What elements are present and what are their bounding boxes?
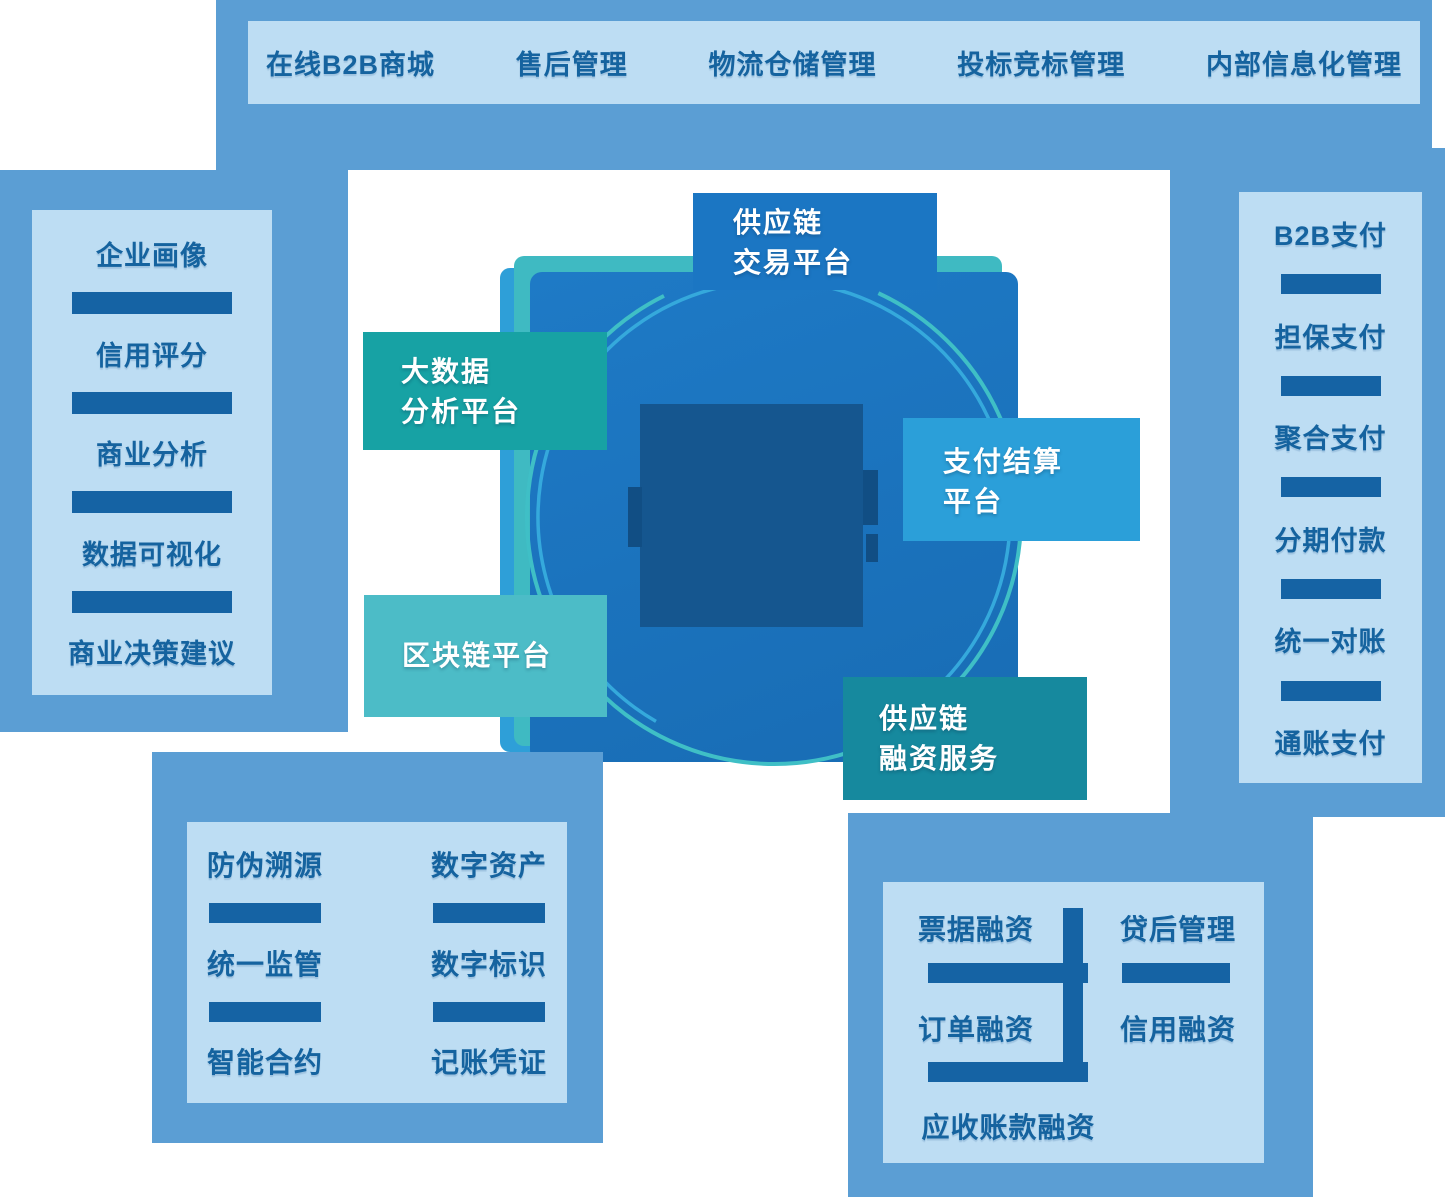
- right-item-unified-reconciliation: 统一对账: [1274, 627, 1387, 658]
- top-item-after-sales: 售后管理: [515, 50, 628, 80]
- right-item-aggregate-pay: 聚合支付: [1274, 424, 1387, 455]
- divider-bar: [209, 903, 321, 924]
- platform-label-line: 供应链: [879, 703, 970, 734]
- br-item-post-loan-management: 贷后管理: [1119, 914, 1236, 945]
- top-item-online-b2b-mall: 在线B2B商城: [266, 50, 436, 80]
- hidden-text-fragment: [866, 534, 878, 562]
- top-item-bidding-management: 投标竞标管理: [957, 50, 1126, 80]
- left-item-enterprise-profile: 企业画像: [96, 241, 208, 271]
- top-item-internal-informatization: 内部信息化管理: [1205, 50, 1402, 80]
- platform-supply-chain-financing: 供应链 融资服务: [843, 677, 1087, 800]
- divider-bar: [1122, 963, 1230, 983]
- right-item-installment-pay: 分期付款: [1274, 525, 1387, 556]
- divider-bar: [72, 292, 232, 315]
- platform-label-line: 分析平台: [401, 396, 522, 427]
- left-item-business-analysis: 商业分析: [96, 440, 208, 470]
- platform-label-line: 平台: [943, 486, 1004, 517]
- br-item-receivables-financing: 应收账款融资: [921, 1112, 1096, 1143]
- divider-bar: [1280, 375, 1381, 396]
- br-item-order-financing: 订单融资: [917, 1014, 1034, 1045]
- platform-big-data-analytics: 大数据 分析平台: [363, 332, 607, 450]
- divider-bar: [1280, 477, 1381, 498]
- blockchain-column-2: 数字资产 数字标识 记账凭证: [431, 822, 547, 1103]
- bottom-left-blockchain-panel: 防伪溯源 统一监管 智能合约 数字资产 数字标识 记账凭证: [152, 752, 603, 1143]
- platform-payment-settlement: 支付结算 平台: [903, 418, 1140, 541]
- connector-bar: [928, 963, 1088, 983]
- right-item-b2b-pay: B2B支付: [1273, 221, 1387, 251]
- right-item-tongzhang-pay: 通账支付: [1274, 728, 1387, 759]
- platform-label-line: 支付结算: [943, 446, 1064, 477]
- platform-label-line: 区块链平台: [402, 640, 553, 671]
- connector-bar: [928, 1062, 1088, 1082]
- bottom-right-box: 票据融资 贷后管理 订单融资 信用融资 应收账款融资: [883, 882, 1264, 1163]
- bl-item-anti-counterfeit-trace: 防伪溯源: [207, 850, 324, 881]
- hidden-text-fragment: [628, 487, 642, 547]
- left-data-box: 企业画像 信用评分 商业分析 数据可视化 商业决策建议: [32, 210, 272, 695]
- right-payment-box: B2B支付 担保支付 聚合支付 分期付款 统一对账 通账支付: [1239, 192, 1422, 783]
- left-item-business-decision-advice: 商业决策建议: [68, 639, 236, 669]
- right-payment-panel: B2B支付 担保支付 聚合支付 分期付款 统一对账 通账支付: [1170, 148, 1445, 817]
- top-products-panel: 在线B2B商城 售后管理 物流仓储管理 投标竞标管理 内部信息化管理: [216, 0, 1432, 170]
- br-item-credit-financing: 信用融资: [1119, 1014, 1236, 1045]
- bottom-right-financing-panel: 票据融资 贷后管理 订单融资 信用融资 应收账款融资: [848, 813, 1313, 1197]
- platform-label-line: 融资服务: [879, 743, 1000, 774]
- bl-item-unified-supervision: 统一监管: [207, 948, 324, 980]
- blockchain-column-1: 防伪溯源 统一监管 智能合约: [207, 822, 323, 1103]
- bl-item-accounting-voucher: 记账凭证: [430, 1047, 547, 1078]
- left-item-credit-score: 信用评分: [96, 340, 208, 371]
- hidden-text-fragment: [863, 470, 878, 525]
- divider-bar: [209, 1001, 321, 1022]
- top-products-box: 在线B2B商城 售后管理 物流仓储管理 投标竞标管理 内部信息化管理: [248, 21, 1420, 104]
- platform-supply-chain-trading: 供应链 交易平台: [693, 193, 937, 290]
- bl-item-digital-identifier: 数字标识: [430, 948, 547, 980]
- divider-bar: [432, 903, 545, 924]
- divider-bar: [72, 590, 232, 613]
- divider-bar: [432, 1001, 545, 1022]
- right-item-guaranteed-pay: 担保支付: [1274, 322, 1387, 353]
- bl-item-smart-contract: 智能合约: [207, 1047, 324, 1078]
- left-data-panel: 企业画像 信用评分 商业分析 数据可视化 商业决策建议: [0, 170, 348, 732]
- top-item-logistics-warehouse: 物流仓储管理: [708, 50, 877, 80]
- bottom-left-box: 防伪溯源 统一监管 智能合约 数字资产 数字标识 记账凭证: [187, 822, 567, 1103]
- platform-blockchain: 区块链平台: [364, 595, 607, 717]
- divider-bar: [72, 391, 232, 414]
- left-item-data-visualization: 数据可视化: [82, 539, 222, 570]
- divider-bar: [1280, 579, 1381, 600]
- connector-bar-vertical: [1063, 908, 1083, 1082]
- divider-bar: [72, 491, 232, 514]
- divider-bar: [1280, 274, 1381, 295]
- platform-label-line: 大数据: [401, 356, 492, 387]
- center-dark-square: [628, 404, 878, 627]
- bl-item-digital-asset: 数字资产: [430, 850, 547, 881]
- platform-label-line: 交易平台: [733, 247, 854, 278]
- br-item-bill-financing: 票据融资: [917, 914, 1034, 945]
- divider-bar: [1280, 680, 1381, 701]
- platform-label-line: 供应链: [733, 207, 824, 238]
